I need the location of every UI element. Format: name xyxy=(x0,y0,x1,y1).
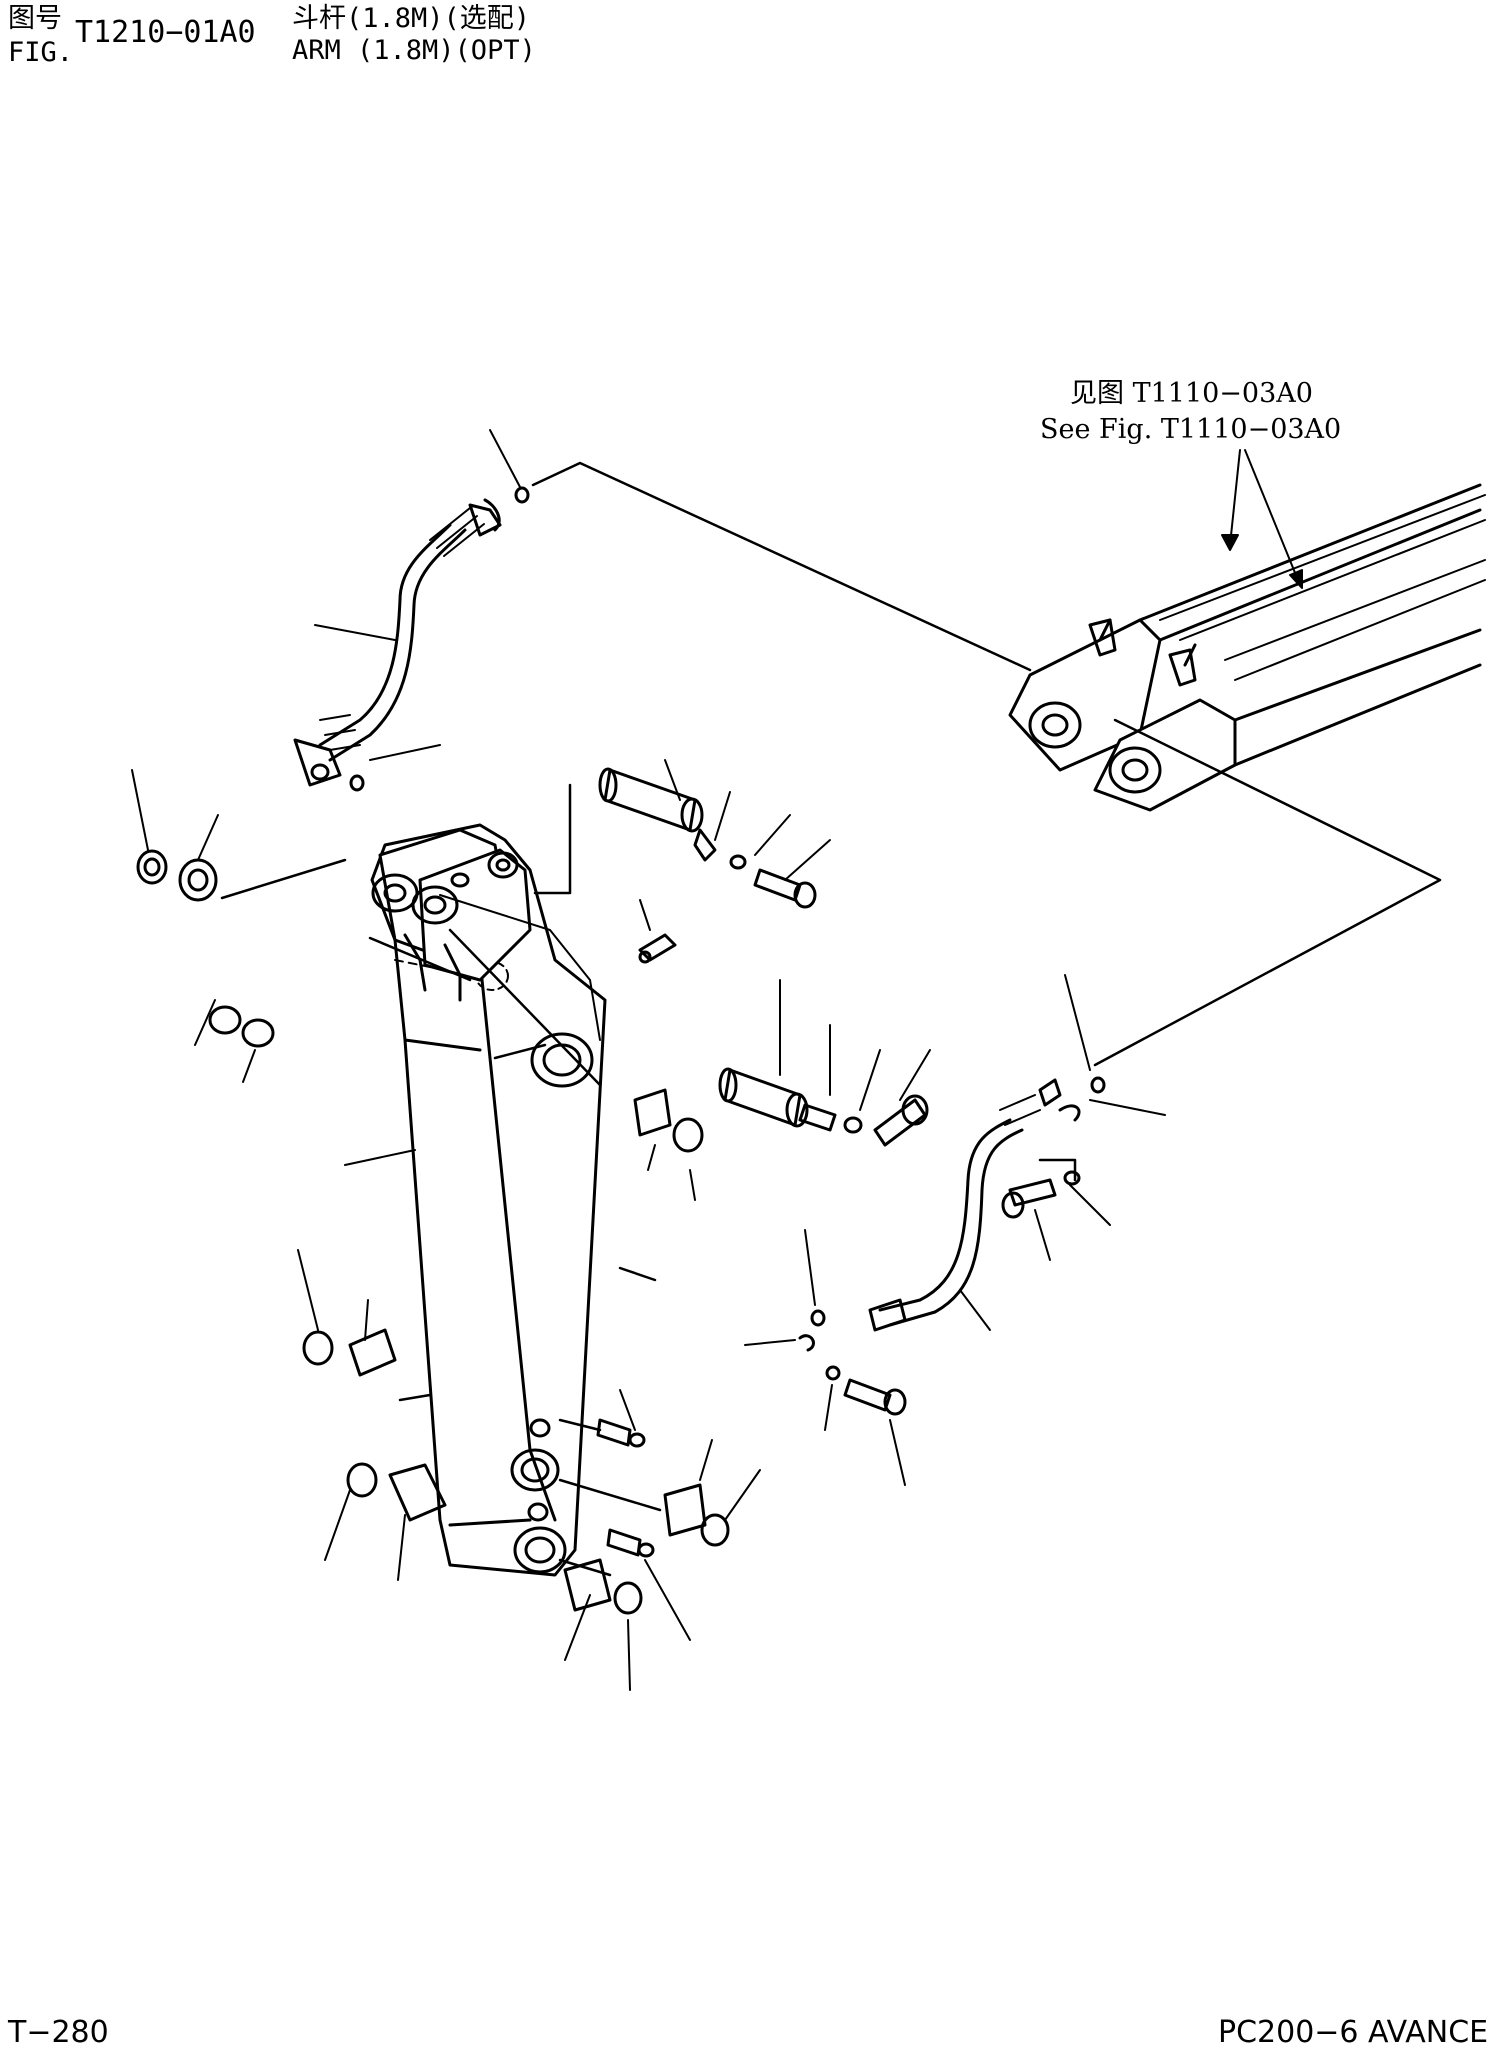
connection-lines xyxy=(220,461,1442,1577)
page-number: T−280 xyxy=(8,2015,109,2050)
title-en: ARM (1.8M)(OPT) xyxy=(292,35,536,66)
boom-end xyxy=(1008,483,1486,812)
arm-bosses xyxy=(510,1032,594,1574)
title-cn: 斗杆(1.8M)(选配) xyxy=(292,3,531,34)
bushings-right xyxy=(563,1088,730,1615)
reference-en: See Fig. T1110−03A0 xyxy=(1040,414,1342,445)
reference-cn: 见图 T1110−03A0 xyxy=(1070,378,1313,409)
model-name: PC200−6 AVANCE xyxy=(1218,2015,1489,2050)
arm-top-bracket xyxy=(371,828,601,1041)
fig-label-cn: 图号 xyxy=(8,3,62,34)
pin-upper xyxy=(598,767,717,862)
leader-lines xyxy=(131,429,1166,1691)
reference-arrows xyxy=(1221,449,1303,589)
bolt-upper xyxy=(729,854,817,909)
fig-label-en: FIG. xyxy=(8,37,74,68)
bushings-left xyxy=(136,849,447,1522)
pin-middle xyxy=(718,1067,929,1147)
lower-hose xyxy=(798,1076,1106,1416)
upper-hose xyxy=(293,486,530,792)
grease-fittings-lower xyxy=(596,1418,655,1558)
fig-number: T1210−01A0 xyxy=(75,15,256,50)
grease-fitting-top xyxy=(638,933,677,964)
